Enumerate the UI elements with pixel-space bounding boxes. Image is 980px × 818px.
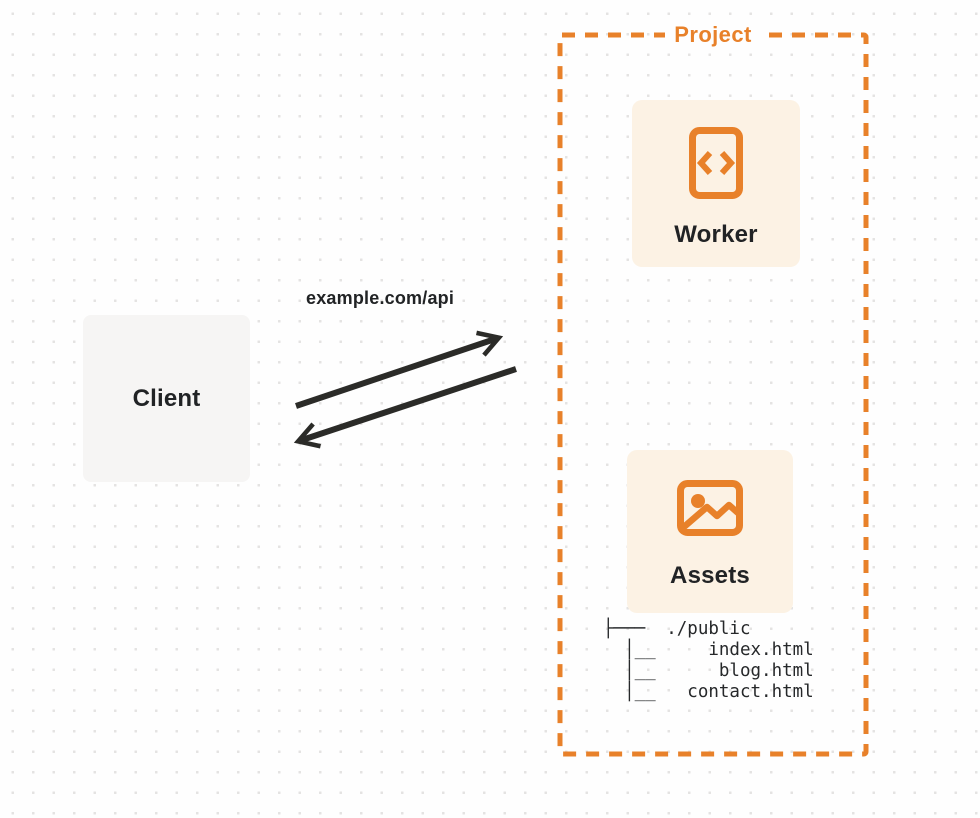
client-card: Client: [83, 315, 250, 482]
response-arrow: [293, 366, 517, 449]
client-label: Client: [132, 384, 201, 412]
file-tree: ├─── ./public │__ index.html │__ blog.ht…: [603, 619, 814, 702]
assets-label: Assets: [670, 562, 750, 589]
image-icon: [677, 480, 743, 536]
request-url-label: example.com/api: [306, 288, 455, 308]
code-file-icon: [689, 127, 743, 199]
worker-label: Worker: [674, 221, 758, 248]
worker-card: Worker: [632, 100, 800, 267]
request-arrow: [295, 330, 504, 409]
assets-card: Assets: [627, 450, 793, 613]
